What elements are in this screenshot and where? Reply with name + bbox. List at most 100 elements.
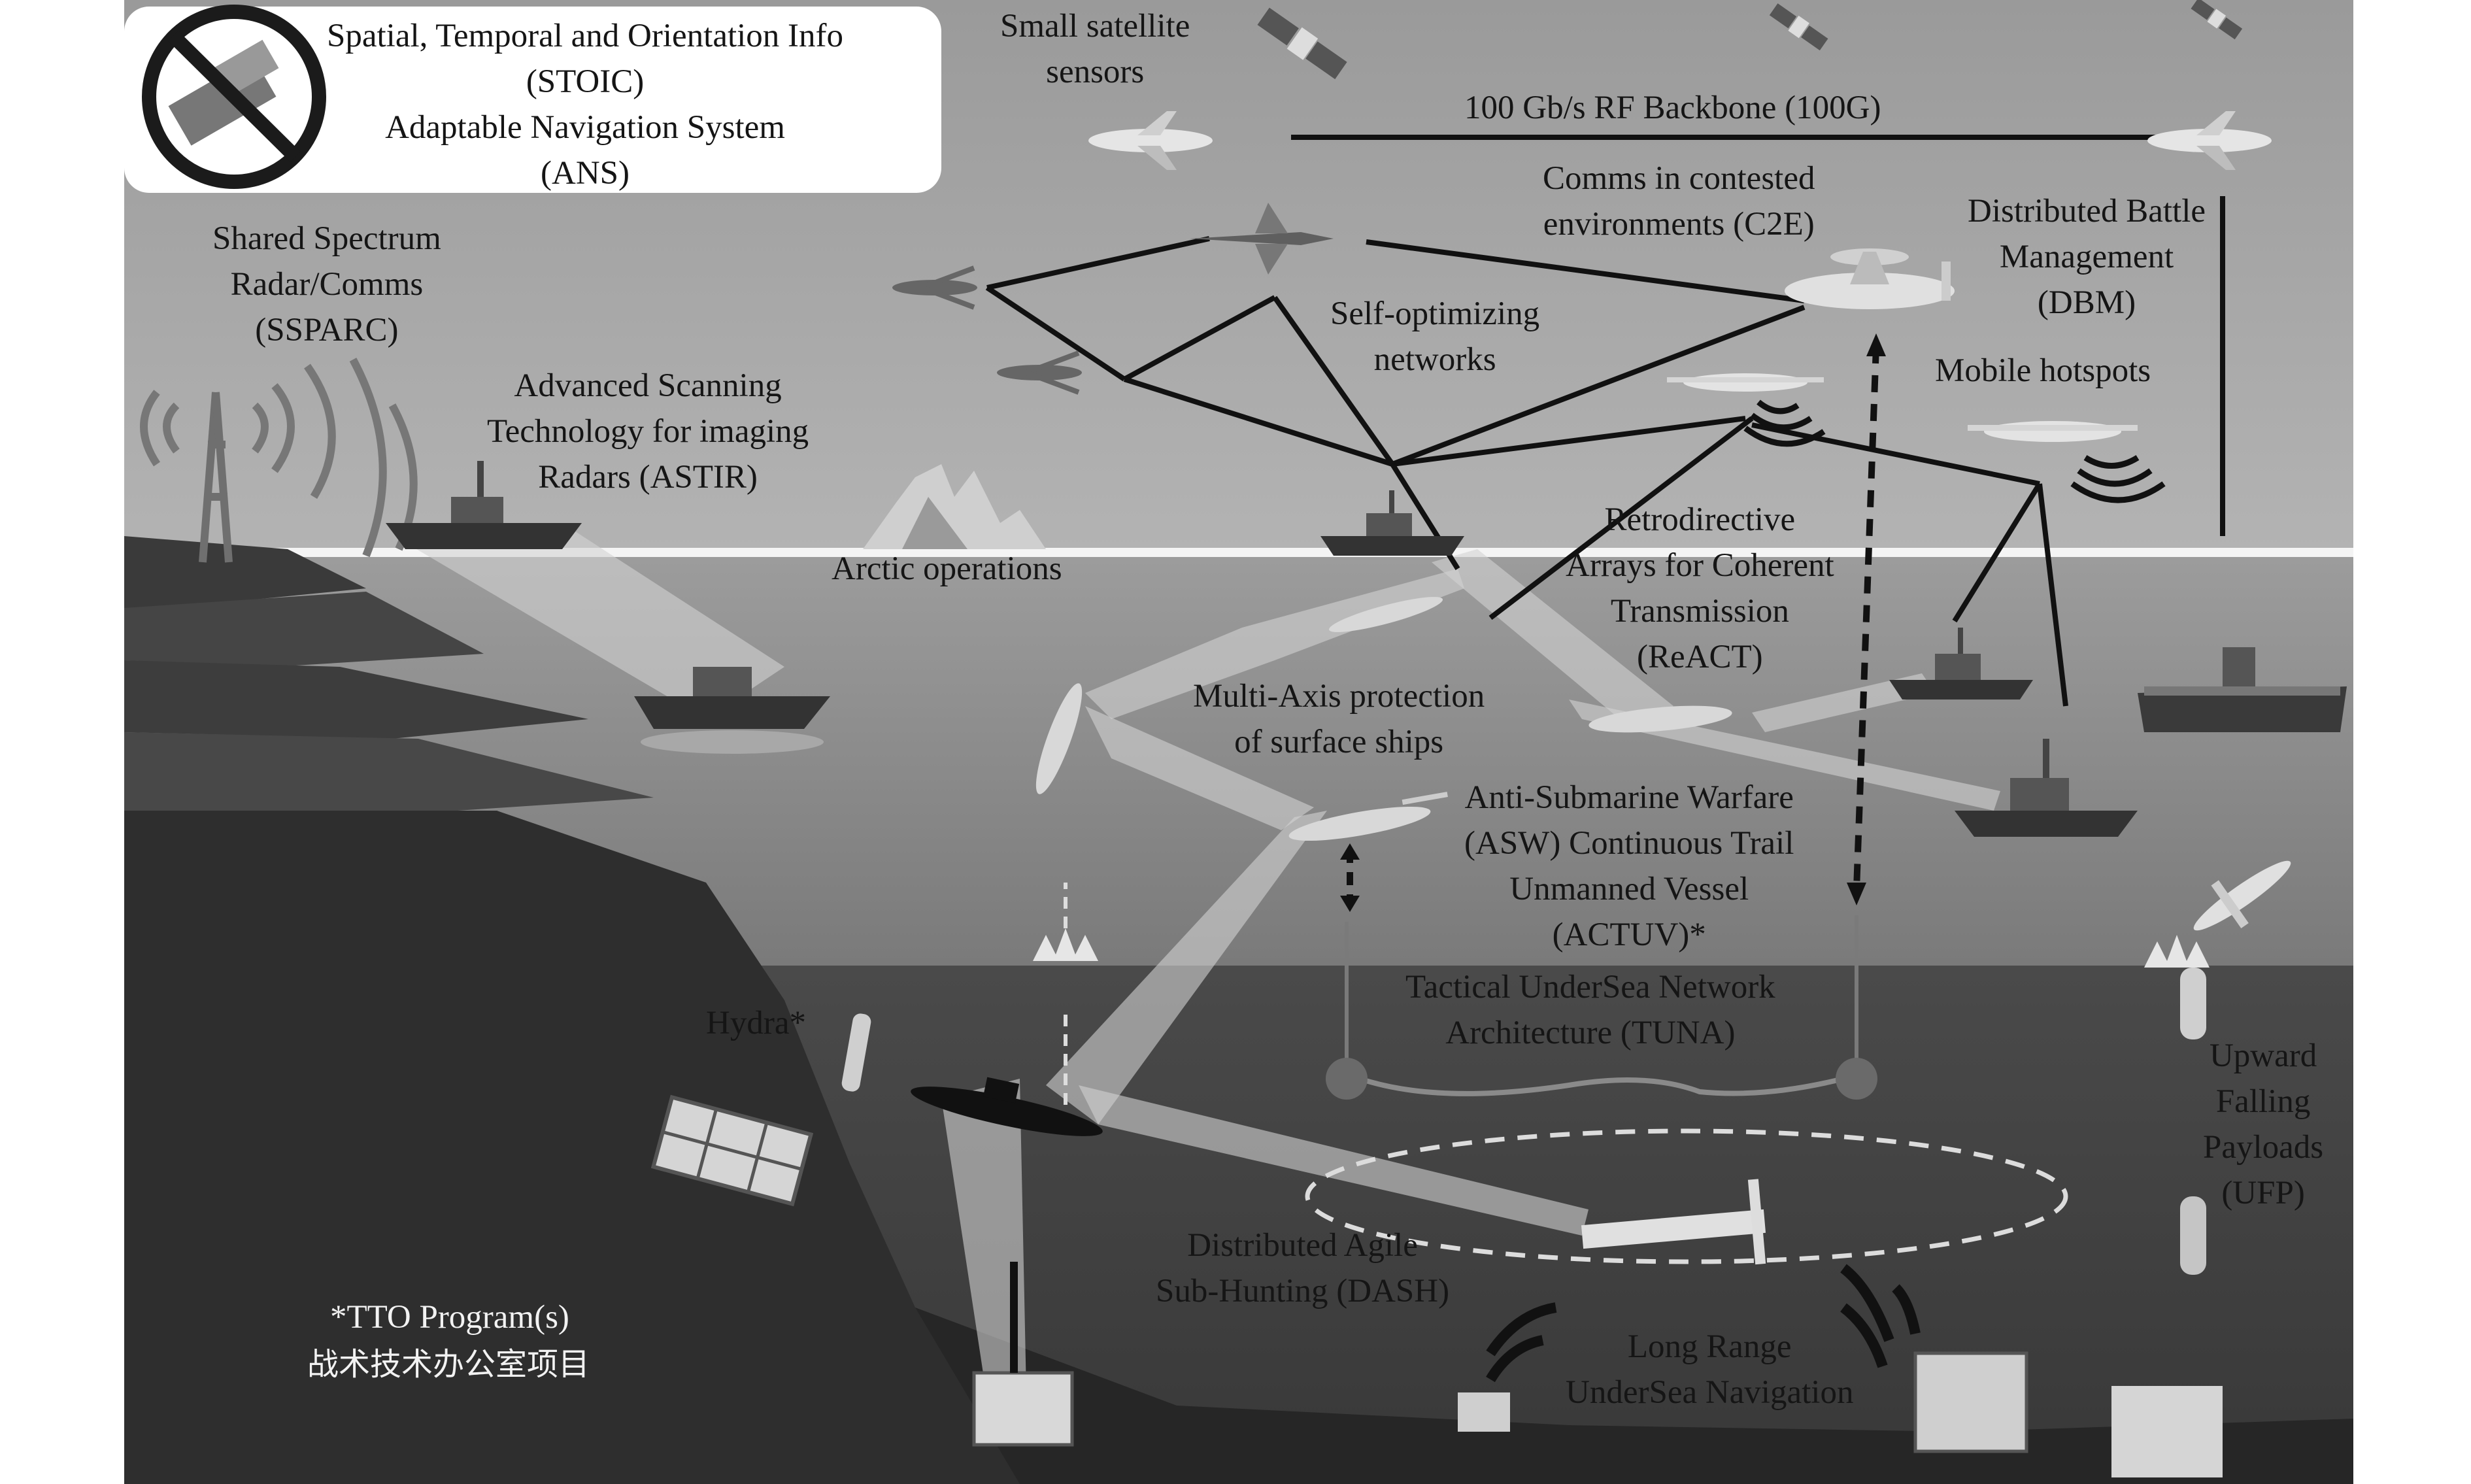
seabed-node-icon <box>1458 1392 1510 1432</box>
label-line: (SSPARC) <box>255 312 399 348</box>
label-line: 100 Gb/s RF Backbone (100G) <box>1464 90 1881 126</box>
label-c2e: Comms in contested environments (C2E) <box>1543 156 1815 247</box>
splash-icon <box>1033 928 2210 968</box>
label-line: of surface ships <box>1234 724 1444 760</box>
uav-icon <box>2147 111 2272 170</box>
submarine-icon <box>911 1077 1103 1136</box>
label-line: (DBM) <box>2037 284 2136 321</box>
label-line: UnderSea Navigation <box>1566 1374 1854 1411</box>
label-hydra: Hydra* <box>706 1000 806 1046</box>
aircraft-carrier-icon <box>2138 647 2347 732</box>
label-line: Upward <box>2209 1037 2317 1074</box>
label-line: environments (C2E) <box>1543 206 1815 243</box>
label-line: Comms in contested <box>1543 160 1815 197</box>
network-links <box>985 135 2225 707</box>
label-line: (STOIC) <box>526 63 645 100</box>
radio-tower-icon <box>199 392 233 563</box>
label-line: (ASW) Continuous Trail <box>1464 825 1794 862</box>
payload-canister-icon <box>2180 968 2206 1275</box>
label-tto-cn: 战术技术办公室项目 <box>307 1341 590 1387</box>
label-line: Transmission <box>1610 593 1789 630</box>
tuna-node <box>1836 1058 1877 1100</box>
label-line: Mobile hotspots <box>1935 352 2151 389</box>
label-astir: Advanced Scanning Technology for imaging… <box>487 363 809 500</box>
signal-waves-icon <box>140 358 418 558</box>
label-line: Radars (ASTIR) <box>538 459 758 496</box>
stoic-callout-box <box>124 5 941 193</box>
ship-icon <box>1955 739 2138 837</box>
uav-icon <box>1968 421 2138 442</box>
unmanned-vessel-icon <box>1288 792 1448 841</box>
label-line: Anti-Submarine Warfare <box>1464 779 1794 816</box>
label-self-optimizing: Self-optimizing networks <box>1330 291 1539 382</box>
ship-icon <box>386 461 582 549</box>
label-line: Radar/Comms <box>230 266 424 303</box>
uav-icon <box>1667 373 1824 392</box>
label-line: Adaptable Navigation System <box>385 109 785 146</box>
prohibited-gps-icon <box>142 5 326 189</box>
dashed-arrow-c2e-tuna <box>1847 333 1886 905</box>
dashed-arrow-vertical <box>1340 843 1360 912</box>
tuna-network <box>1326 915 1877 1100</box>
label-arctic: Arctic operations <box>832 546 1062 592</box>
label-line: Arrays for Coherent <box>1566 547 1834 584</box>
label-tuna: Tactical UnderSea Network Architecture (… <box>1405 964 1775 1056</box>
satellite-icon <box>2191 0 2243 40</box>
iceberg-icon <box>863 464 1046 549</box>
label-line: Spatial, Temporal and Orientation Info <box>327 18 844 54</box>
label-line: Shared Spectrum <box>212 220 441 257</box>
label-line: Falling <box>2215 1083 2311 1120</box>
dash-orbit <box>1305 1128 2068 1265</box>
label-dbm: Distributed Battle Management (DBM) <box>1968 188 2206 326</box>
satellite-icon <box>1769 3 1828 51</box>
label-line: Technology for imaging <box>487 413 809 450</box>
label-line: (ANS) <box>541 155 630 192</box>
dash-sensor-icon <box>1581 1179 1766 1265</box>
sensor-beams <box>405 523 2000 1399</box>
uav-icon <box>1088 111 1213 170</box>
signal-waves-icon <box>1743 399 1826 447</box>
label-line: (UFP) <box>2221 1175 2305 1211</box>
label-line: Small satellite <box>1000 8 1190 44</box>
seabed-node-icon <box>1913 1351 2028 1453</box>
unmanned-vessel-icon <box>1588 705 1732 733</box>
label-react: Retrodirective Arrays for Coherent Trans… <box>1566 497 1834 680</box>
uav-icon <box>997 350 1082 395</box>
ship-icon <box>634 667 830 754</box>
label-tto: *TTO Program(s) <box>330 1294 569 1340</box>
label-line: Distributed Battle <box>1968 193 2206 229</box>
signal-waves-icon <box>2070 455 2166 503</box>
label-dash: Distributed Agile Sub-Hunting (DASH) <box>1156 1223 1449 1314</box>
label-line: Arctic operations <box>832 550 1062 587</box>
label-line: 战术技术办公室项目 <box>307 1346 590 1383</box>
ship-icon <box>1889 628 2033 700</box>
label-multi-axis: Multi-Axis protection of surface ships <box>1193 673 1485 765</box>
label-line: Sub-Hunting (DASH) <box>1156 1273 1450 1309</box>
fighter-jet-icon <box>1190 203 1334 275</box>
label-stoic: Spatial, Temporal and Orientation Info (… <box>327 13 843 196</box>
ship-icon <box>1320 490 1464 556</box>
awacs-aircraft-icon <box>1785 248 1955 309</box>
label-line: Payloads <box>2203 1129 2324 1166</box>
unmanned-vessel-icon <box>2193 860 2291 931</box>
label-line: Multi-Axis protection <box>1193 678 1485 715</box>
hydra-module-icon <box>650 1094 814 1207</box>
label-line: Advanced Scanning <box>514 367 782 404</box>
label-mobile-hotspots: Mobile hotspots <box>1935 348 2151 394</box>
label-actuv: Anti-Submarine Warfare (ASW) Continuous … <box>1464 775 1794 958</box>
label-line: Hydra* <box>706 1005 806 1041</box>
uav-icon <box>892 265 977 310</box>
label-line: *TTO Program(s) <box>330 1299 569 1336</box>
payload-canister-icon <box>841 1013 871 1092</box>
label-line: sensors <box>1046 54 1145 90</box>
label-line: Unmanned Vessel <box>1509 871 1749 907</box>
seabed-node-icon <box>2111 1386 2223 1477</box>
signal-waves-icon <box>1486 1264 1921 1383</box>
waterline <box>124 548 2353 557</box>
label-line: (ACTUV)* <box>1552 917 1706 953</box>
tuna-node <box>1326 1058 1368 1100</box>
seabed-node-icon <box>972 1262 1074 1447</box>
label-line: networks <box>1373 341 1496 378</box>
label-satellites: Small satellite sensors <box>1000 3 1190 95</box>
